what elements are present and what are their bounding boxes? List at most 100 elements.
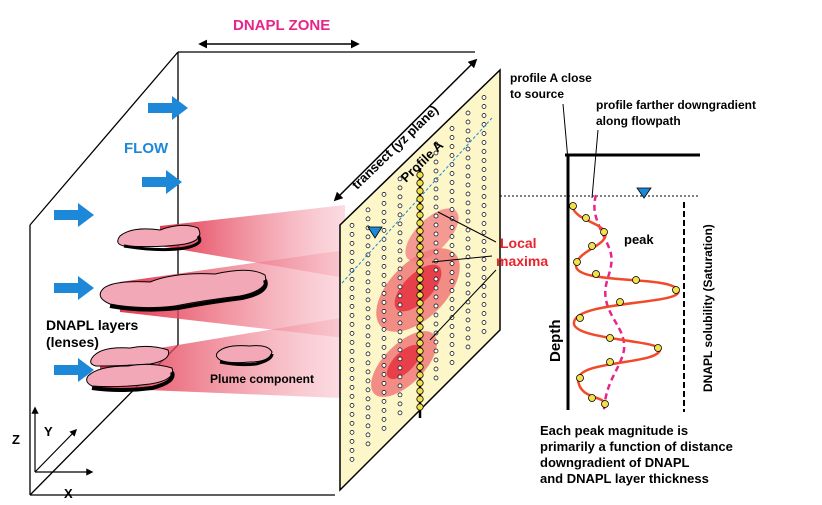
- sampling-dot: [349, 457, 355, 462]
- profile-a-sample-dot: [416, 219, 424, 227]
- lens-5-edge: [219, 353, 274, 367]
- lens-3: [90, 345, 170, 367]
- sampling-dot: [449, 153, 455, 158]
- profile-a-sample-dot: [416, 307, 424, 315]
- axis-x-label: X: [64, 486, 73, 501]
- sampling-dot: [433, 267, 439, 273]
- sampling-dot: [465, 164, 471, 170]
- flow-arrows: [54, 96, 188, 382]
- curve-sample-dot: [672, 286, 680, 294]
- sampling-dot: [397, 194, 403, 200]
- sampling-dot: [481, 203, 487, 208]
- curve-sample-dot: [592, 270, 600, 278]
- water-level-icon: [636, 187, 652, 199]
- sampling-dot: [433, 348, 439, 354]
- sampling-dot: [397, 383, 403, 389]
- curve-sample-dot: [654, 344, 662, 352]
- sampling-dot: [381, 354, 387, 359]
- sampling-dot: [433, 150, 439, 156]
- profile-a-sample-dot: [416, 179, 424, 187]
- curve-sample-dot: [632, 276, 640, 284]
- curve-sample-dot: [576, 374, 584, 382]
- curve-sample-dot: [606, 334, 614, 342]
- profile-a-sample-dot: [416, 371, 424, 379]
- sampling-dot: [433, 294, 439, 300]
- flow-arrow-1-icon: [148, 96, 188, 120]
- sampling-dot: [449, 351, 455, 356]
- sampling-dot: [381, 390, 387, 395]
- sampling-dot: [481, 221, 487, 226]
- sampling-dot: [381, 318, 387, 323]
- sampling-dot: [481, 185, 487, 190]
- caption-line-4: and DNAPL layer thickness: [540, 471, 709, 486]
- sampling-dot: [381, 381, 387, 386]
- sampling-dot: [481, 266, 487, 271]
- sampling-dot: [365, 369, 371, 375]
- sampling-dot: [365, 405, 371, 411]
- sampling-dot: [349, 367, 355, 372]
- sampling-dot: [397, 266, 403, 272]
- sampling-dot: [481, 149, 487, 154]
- sampling-dot: [349, 304, 355, 309]
- sampling-dot: [433, 339, 439, 345]
- profile-farther-label-1: profile farther downgradient: [596, 98, 756, 112]
- profile-a-sample-dot: [416, 403, 424, 411]
- sampling-dot: [397, 275, 403, 281]
- profile-a-sample-dot: [416, 291, 424, 299]
- sampling-dot: [449, 315, 455, 320]
- sampling-dot: [349, 241, 355, 246]
- profile-a-sample-dot: [416, 227, 424, 235]
- sampling-dot: [449, 342, 455, 347]
- sampling-dot: [465, 236, 471, 242]
- sampling-dot: [349, 376, 355, 381]
- sampling-dot: [481, 140, 487, 145]
- profile-a-sample-dot: [416, 283, 424, 291]
- sampling-dot: [433, 366, 439, 372]
- dnapl-layers-label-1: DNAPL layers: [46, 317, 139, 333]
- curve-sample-dot: [600, 228, 608, 236]
- sampling-dot: [397, 176, 403, 182]
- sampling-dot: [365, 396, 371, 402]
- sampling-dot: [465, 272, 471, 278]
- sampling-dot: [397, 311, 403, 317]
- sampling-dot: [465, 182, 471, 188]
- flow-arrow-2-icon: [142, 170, 182, 194]
- profile-a-sample-dot: [416, 251, 424, 259]
- sampling-dot: [465, 137, 471, 143]
- sampling-dot: [449, 297, 455, 302]
- peak-label: peak: [624, 232, 654, 247]
- sampling-dot: [397, 302, 403, 308]
- sampling-dot: [397, 365, 403, 371]
- flow-arrow-3-icon: [54, 203, 94, 227]
- curve-sample-dot: [573, 258, 581, 266]
- sampling-dot: [481, 257, 487, 262]
- sampling-dot: [449, 207, 455, 212]
- sampling-dot: [365, 324, 371, 330]
- curve-sample-dot: [601, 400, 609, 408]
- sampling-dot: [481, 158, 487, 163]
- local-maxima-label-1: Local: [500, 235, 537, 251]
- sampling-dot: [449, 225, 455, 230]
- sampling-dot: [433, 285, 439, 291]
- profile-a-sample-dot: [416, 243, 424, 251]
- sampling-dot: [381, 309, 387, 314]
- sampling-dot: [381, 228, 387, 233]
- sampling-dot: [365, 441, 371, 447]
- sampling-dot: [449, 324, 455, 329]
- sampling-dot: [381, 327, 387, 332]
- sampling-dot: [381, 399, 387, 404]
- sampling-dot: [481, 320, 487, 325]
- sampling-dot: [433, 141, 439, 147]
- sampling-dot: [381, 219, 387, 224]
- profile-a-samples: [416, 171, 424, 411]
- dnapl-zone-label: DNAPL ZONE: [233, 17, 330, 34]
- sampling-dot: [397, 212, 403, 218]
- sampling-dot: [449, 252, 455, 257]
- sampling-dot: [397, 257, 403, 263]
- sampling-dot: [365, 216, 371, 222]
- flow-label: FLOW: [124, 140, 169, 157]
- sampling-dot: [397, 410, 403, 416]
- sampling-dot: [449, 189, 455, 194]
- profile-a-sample-dot: [416, 211, 424, 219]
- sampling-dot: [397, 248, 403, 254]
